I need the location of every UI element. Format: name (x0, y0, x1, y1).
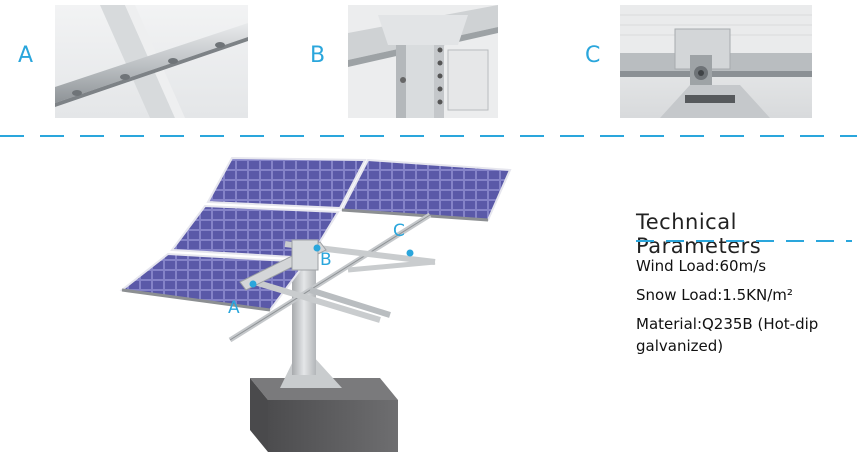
detail-b-label: B (310, 43, 326, 68)
detail-a-photo (55, 5, 248, 118)
detail-c-label: C (585, 43, 601, 68)
callout-a: A (228, 298, 240, 318)
param-snow-load: Snow Load:1.5KN/m² (636, 286, 793, 304)
param-wind-load: Wind Load:60m/s (636, 257, 767, 275)
detail-a-label: A (18, 43, 34, 68)
technical-parameters-title: Technical Parameters (636, 210, 762, 258)
detail-b-photo (348, 5, 498, 118)
detail-c-photo (620, 5, 812, 118)
section-divider (0, 135, 857, 137)
callout-b: B (320, 250, 332, 270)
technical-parameters-underline (636, 240, 852, 242)
param-material: Material:Q235B (Hot-dip galvanized) (636, 315, 819, 355)
solar-tracker-illustration (119, 156, 512, 452)
callout-c: C (393, 221, 405, 241)
